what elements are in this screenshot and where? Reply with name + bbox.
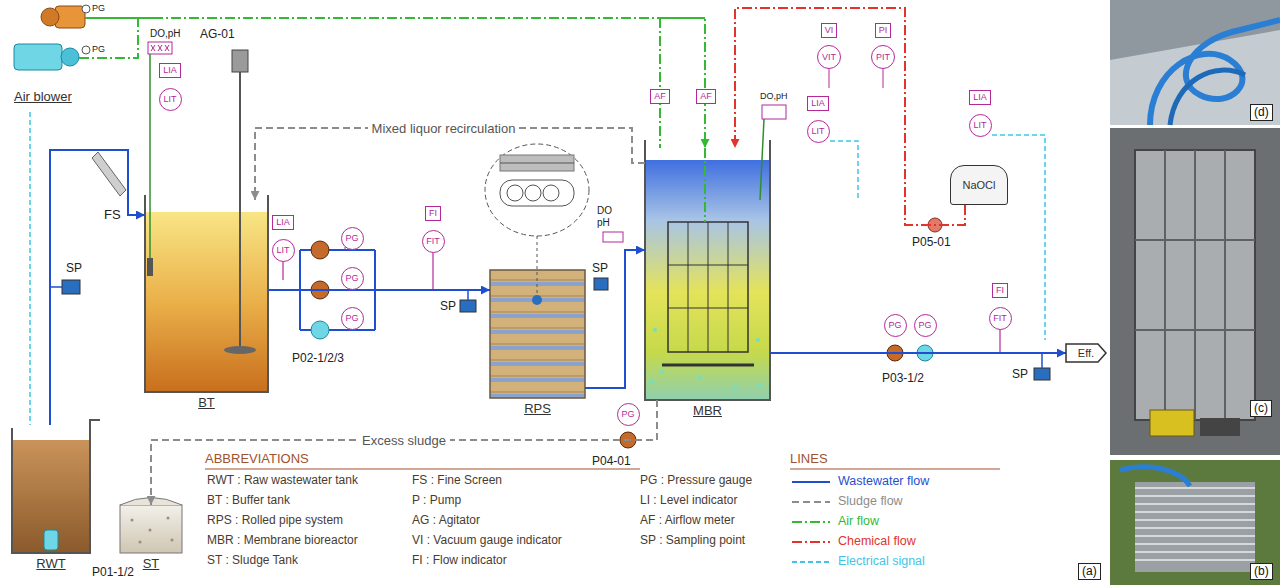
- instrument-bubble: PG: [617, 403, 640, 426]
- annotation-label: DO,pH: [760, 91, 788, 101]
- annotation-label: SP: [592, 262, 608, 276]
- annotation-label: RPS : Rolled pipe system: [207, 514, 343, 528]
- photo-panels: [1110, 0, 1280, 585]
- annotation-label: SP: [66, 262, 82, 276]
- instrument-tag: LIA: [807, 96, 829, 111]
- node-title: RWT: [36, 556, 65, 571]
- annotation-label: P05-01: [912, 236, 951, 250]
- process-unit: MBR: [645, 148, 770, 400]
- annotation-label: RWT : Raw wastewater tank: [207, 474, 358, 488]
- legend-text: Electrical signal: [838, 554, 925, 568]
- instrument-bubble: LIT: [159, 88, 182, 111]
- instrument-bubble: LIT: [969, 114, 992, 137]
- instrument-tag: AF: [650, 89, 670, 104]
- flow-connector: [50, 150, 145, 425]
- annotation-label: P02-1/2/3: [292, 352, 344, 366]
- air-blower-symbols: [14, 5, 153, 70]
- annotation-label: P03-1/2: [882, 372, 924, 386]
- annotation-label: BT : Buffer tank: [207, 494, 290, 508]
- flow-connector: [770, 352, 1066, 354]
- node-title: Eff.: [1078, 347, 1094, 360]
- chemical-tank: NaOCl: [950, 165, 1008, 205]
- instrument-bubble: FIT: [989, 307, 1012, 330]
- annotation-label: P01-1/2: [92, 566, 134, 580]
- annotation-label: P : Pump: [412, 494, 461, 508]
- legend-text: Air flow: [838, 514, 879, 528]
- legend-line-sample: [792, 521, 830, 523]
- instrument-bubble: PG: [341, 227, 364, 250]
- annotation-label: ST : Sludge Tank: [207, 554, 298, 568]
- annotation-label: AG : Agitator: [412, 514, 480, 528]
- process-unit: RWT: [12, 425, 90, 553]
- annotation-label: ABBREVIATIONS: [205, 452, 309, 467]
- annotation-label: SP: [1012, 368, 1028, 382]
- annotation-label: LI : Level indicator: [640, 494, 737, 508]
- instrument-tag: AF: [696, 89, 716, 104]
- annotation-label: PG: [92, 44, 105, 54]
- legend-line-sample: [792, 541, 830, 543]
- instrument-bubble: VIT: [817, 45, 841, 69]
- instrument-bubble: PIT: [871, 45, 895, 69]
- instrument-tag: VI: [821, 23, 838, 38]
- instrument-bubble: FIT: [422, 230, 445, 253]
- annotation-label: PG : Pressure gauge: [640, 474, 752, 488]
- flow-connector: [255, 128, 645, 200]
- legend-text: Chemical flow: [838, 534, 916, 548]
- process-unit: RPS: [490, 270, 585, 398]
- annotation-label: FI : Flow indicator: [412, 554, 507, 568]
- legend-text: Sludge flow: [838, 494, 903, 508]
- flow-connector: [268, 289, 490, 291]
- instrument-tag: LIA: [159, 63, 181, 78]
- annotation-label: AF : Airflow meter: [640, 514, 735, 528]
- outlet-node: Eff.: [1066, 344, 1106, 362]
- process-unit: ST: [120, 505, 182, 553]
- flow-connector: [151, 400, 657, 505]
- annotation-label: DO,pH: [150, 28, 181, 40]
- flow-connector: [585, 250, 645, 388]
- panel-letter: (a): [1078, 563, 1101, 580]
- annotation-label: MBR : Membrane bioreactor: [207, 534, 358, 548]
- legend-text: Wastewater flow: [838, 474, 929, 488]
- instrument-bubble: PG: [884, 314, 907, 337]
- outlet-outline: [1066, 344, 1106, 362]
- instrument-tag: FI: [992, 283, 1008, 298]
- node-title: ST: [143, 556, 160, 571]
- legend-line-sample: [792, 561, 830, 563]
- process-unit: Air blower: [8, 0, 153, 108]
- annotation-label: FS : Fine Screen: [412, 474, 502, 488]
- node-title: RPS: [524, 401, 551, 416]
- process-unit: BT: [145, 200, 268, 392]
- instrument-bubble: PG: [341, 307, 364, 330]
- panel-letter: (b): [1250, 563, 1273, 580]
- edge-label: Excess sludge: [358, 433, 450, 448]
- annotation-label: AG-01: [200, 28, 235, 42]
- annotation-label: PG: [92, 3, 105, 13]
- instrument-tag: LIA: [969, 90, 991, 105]
- node-title: NaOCl: [962, 179, 995, 192]
- annotation-label: VI : Vacuum gauge indicator: [412, 534, 562, 548]
- legend-line-sample: [792, 481, 830, 483]
- panel-letter: (c): [1250, 400, 1272, 417]
- edge-label: Mixed liquor recirculation: [368, 121, 520, 136]
- node-title: BT: [198, 395, 215, 410]
- instrument-bubble: PG: [341, 267, 364, 290]
- annotation-label: FS: [104, 208, 121, 223]
- legend-line-sample: [792, 501, 830, 503]
- annotation-label: DO pH: [597, 205, 617, 228]
- annotation-label: SP : Sampling point: [640, 534, 745, 548]
- annotation-label: SP: [440, 300, 456, 314]
- instrument-tag: LIA: [272, 215, 294, 230]
- annotation-label: LINES: [790, 452, 828, 467]
- instrument-bubble: PG: [914, 314, 937, 337]
- annotation-label: P04-01: [592, 455, 631, 469]
- node-title: Air blower: [14, 89, 72, 104]
- instrument-tag: PI: [875, 23, 892, 38]
- instrument-bubble: LIT: [272, 239, 295, 262]
- flow-connector: [735, 8, 965, 225]
- panel-letter: (d): [1250, 104, 1273, 121]
- instrument-bubble: LIT: [807, 120, 830, 143]
- instrument-tag: FI: [425, 206, 441, 221]
- node-title: MBR: [693, 403, 722, 418]
